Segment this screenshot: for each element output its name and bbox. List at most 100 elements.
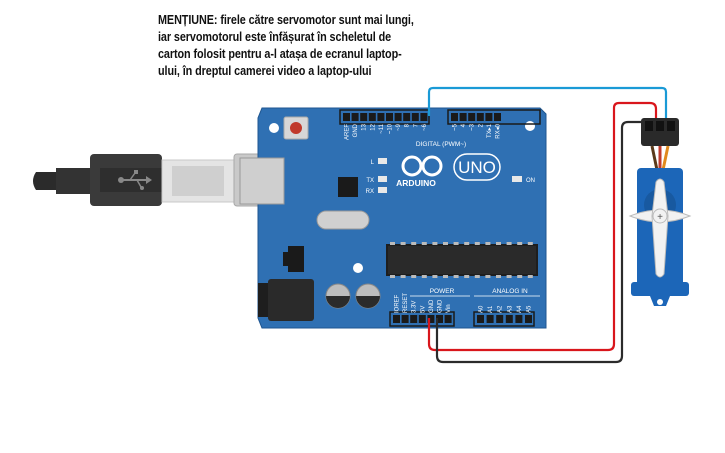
crystal [316, 210, 370, 230]
led-label: RX [366, 189, 374, 195]
header-pin[interactable] [427, 315, 435, 323]
pin-label: A5 [527, 305, 533, 313]
usb-chip [338, 177, 358, 197]
header-pin[interactable] [468, 113, 476, 121]
chip-pin [485, 242, 491, 245]
led [378, 176, 387, 182]
mounting-hole [353, 263, 363, 273]
capacitor [355, 283, 381, 309]
model-badge: UNO [453, 153, 501, 181]
mounting-hole [525, 121, 535, 131]
pin-label: 5V [420, 306, 426, 313]
servo-motor: + [628, 118, 692, 306]
pin-label: 3.3V [412, 301, 418, 313]
header-pin[interactable] [477, 315, 484, 323]
brand-label: ARDUINO [396, 178, 436, 188]
power-jack [258, 279, 314, 321]
chip-pin [411, 242, 417, 245]
chip-pin [464, 275, 470, 278]
header-pin[interactable] [343, 113, 350, 121]
pin-label: Vin [446, 304, 452, 313]
led [378, 158, 387, 164]
header-pin[interactable] [368, 113, 376, 121]
led-label: TX [366, 178, 374, 184]
model-label: UNO [458, 158, 496, 177]
header-pin[interactable] [515, 315, 523, 323]
led [378, 187, 387, 193]
header-pin[interactable] [420, 113, 428, 121]
usb-port [239, 157, 285, 205]
header-pin[interactable] [401, 315, 409, 323]
chip-pin [390, 275, 395, 278]
header-pin[interactable] [377, 113, 385, 121]
pin-label: 12 [370, 123, 376, 130]
usb-icon [118, 170, 152, 190]
chip-pin [411, 275, 417, 278]
chip-pin [421, 242, 427, 245]
pin-label: ~11 [379, 123, 385, 133]
header-pin[interactable] [393, 315, 400, 323]
header-pin[interactable] [444, 315, 452, 323]
pin-label: RX◂0 [496, 123, 502, 138]
pin-label: 2 [478, 123, 484, 127]
pin-label: IOREF [395, 294, 401, 313]
power-analog-header [389, 311, 535, 327]
chip-pin [506, 242, 512, 245]
header-pin[interactable] [485, 113, 493, 121]
header-pin[interactable] [418, 315, 426, 323]
header-pin[interactable] [410, 315, 418, 323]
header-pin[interactable] [394, 113, 402, 121]
regulator [283, 246, 304, 272]
chip-pin [527, 242, 533, 245]
header-pin[interactable] [459, 113, 467, 121]
pin-label: ~5 [453, 123, 459, 131]
header-pin[interactable] [476, 113, 484, 121]
chip-pin [390, 242, 395, 245]
header-pin[interactable] [486, 315, 494, 323]
pin-label: 4 [461, 123, 467, 127]
pin-label: RESET [403, 293, 409, 313]
note-line: ului, în dreptul camerei video a laptop-… [158, 64, 372, 78]
pin-label: 8 [405, 123, 411, 127]
pin-label: TX▸1 [487, 123, 493, 138]
chip-pin [506, 275, 512, 278]
header-pin[interactable] [436, 315, 443, 323]
chip-pin [400, 242, 406, 245]
header-pin[interactable] [386, 113, 393, 121]
chip-pin [474, 275, 480, 278]
header-pin[interactable] [403, 113, 411, 121]
chip-pin [474, 242, 480, 245]
header-block [447, 109, 541, 125]
pin-label: A2 [498, 305, 504, 313]
chip-pin [496, 275, 501, 278]
microcontroller-chip [386, 244, 538, 276]
pin-label: ~6 [422, 123, 428, 131]
chip-pin [400, 275, 406, 278]
header-pin[interactable] [451, 113, 458, 121]
pin-label: GND [438, 299, 444, 313]
header-pin[interactable] [505, 315, 513, 323]
header-pin[interactable] [494, 113, 501, 121]
header-pin[interactable] [525, 315, 532, 323]
chip-pin [443, 242, 448, 245]
on-label: ON [526, 178, 535, 184]
pin-label: ~3 [470, 123, 476, 131]
pin-label: 13 [362, 123, 368, 130]
reset-button[interactable] [283, 116, 309, 140]
pin-label: GND [429, 299, 435, 313]
header-pin[interactable] [496, 315, 504, 323]
analog-label: ANALOG IN [492, 288, 528, 295]
header-pin[interactable] [360, 113, 368, 121]
chip-pin [496, 242, 501, 245]
chip-pins [390, 242, 533, 278]
header-pin[interactable] [351, 113, 359, 121]
chip-pin [432, 242, 438, 245]
chip-pin [517, 242, 523, 245]
pin-label: 7 [413, 123, 419, 127]
arduino-logo [401, 155, 443, 177]
header-pin[interactable] [411, 113, 419, 121]
